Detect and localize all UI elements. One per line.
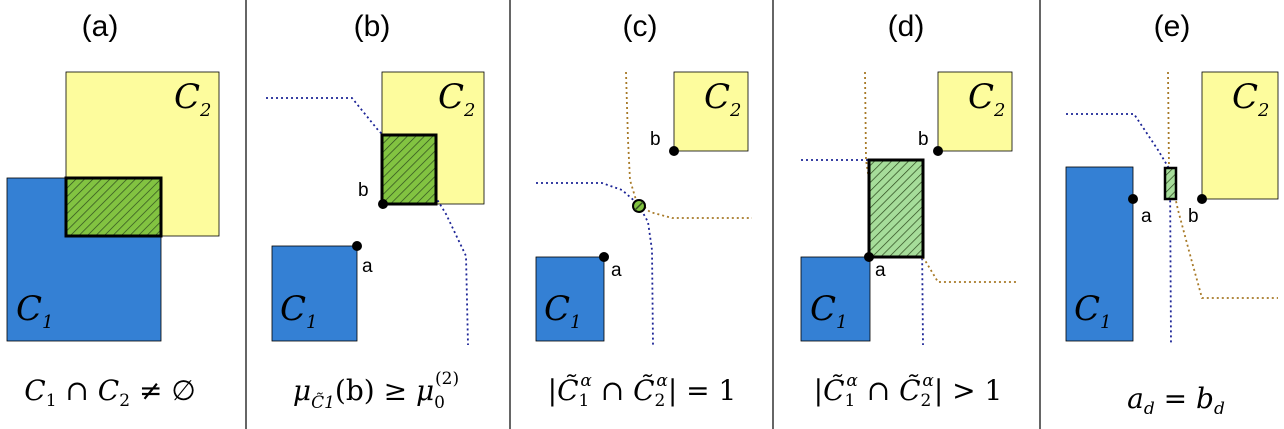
- point-a-marker: [1128, 194, 1138, 204]
- caption: μC̃1(b) ≥ μ0(2): [293, 369, 459, 413]
- point-b-label: b: [358, 180, 369, 201]
- cluster-c2-label: C2: [174, 77, 211, 121]
- membership-boundary-line-c2: [625, 71, 752, 219]
- intersection-hatch: [1163, 166, 1178, 201]
- cluster-c1: [271, 245, 358, 342]
- caption: C1 ∩ C2 ≠ ∅: [24, 374, 195, 411]
- panel-d: (d) a b C2 C1 |C̃1α ∩ C̃2α| > 1: [800, 10, 1018, 411]
- caption: |C̃1α ∩ C̃2α| > 1: [814, 371, 1003, 411]
- intersection-hatch: [634, 201, 644, 211]
- caption: ad = bd: [1127, 382, 1225, 419]
- panel-letter: (b): [354, 10, 391, 43]
- cluster-c1: [1065, 166, 1134, 342]
- point-b-marker: [669, 146, 679, 156]
- cluster-c2: [937, 71, 1013, 152]
- cluster-c2-label: C2: [704, 77, 741, 121]
- point-b-label: b: [918, 129, 929, 150]
- point-a-label: a: [1141, 206, 1152, 227]
- point-b-marker: [378, 199, 388, 209]
- cluster-c2-label: C2: [1232, 77, 1269, 121]
- point-b-marker: [933, 146, 943, 156]
- cluster-c1-label: C1: [1074, 289, 1111, 333]
- point-a-marker: [352, 241, 362, 251]
- point-b-label: b: [650, 129, 661, 150]
- panel-letter: (d): [888, 10, 925, 43]
- panel-b: (b) a b C2 C1 μC̃1(b) ≥ μ0(2): [266, 10, 485, 413]
- cluster-c1-label: C1: [280, 289, 317, 333]
- membership-boundary-line-c1: [536, 182, 654, 346]
- point-a-label: a: [611, 260, 622, 281]
- point-a-label: a: [875, 260, 886, 281]
- membership-boundary-line-c2: [1167, 71, 1278, 299]
- panel-a: (a) C2 C1 C1 ∩ C2 ≠ ∅: [6, 10, 220, 411]
- intersection-hatch: [64, 176, 163, 238]
- panel-c: (c) a b C2 C1 |C̃1α ∩ C̃2α| = 1: [535, 10, 752, 411]
- point-b-label: b: [1188, 206, 1199, 227]
- panel-e: (e) a b C2 C1 ad = bd: [1065, 10, 1279, 419]
- panel-letter: (e): [1154, 10, 1191, 43]
- cluster-c1: [800, 256, 871, 342]
- cluster-c2-label: C2: [438, 77, 475, 121]
- cluster-c2-label: C2: [968, 77, 1005, 121]
- panel-letter: (a): [82, 10, 119, 43]
- caption: |C̃1α ∩ C̃2α| = 1: [548, 371, 737, 411]
- cluster-c1: [535, 256, 605, 342]
- point-a-marker: [864, 252, 874, 262]
- cluster-c2: [673, 71, 749, 152]
- point-b-marker: [1197, 194, 1207, 204]
- point-a-label: a: [362, 256, 373, 277]
- intersection-hatch: [867, 158, 925, 259]
- intersection-hatch: [380, 133, 438, 206]
- point-a-marker: [599, 252, 609, 262]
- panel-letter: (c): [623, 10, 658, 43]
- cluster-c1-label: C1: [810, 289, 847, 333]
- membership-boundary-line-c1: [1066, 113, 1172, 346]
- cluster-c1-label: C1: [16, 289, 53, 333]
- cluster-c2: [1201, 71, 1279, 200]
- cluster-c1-label: C1: [544, 289, 581, 333]
